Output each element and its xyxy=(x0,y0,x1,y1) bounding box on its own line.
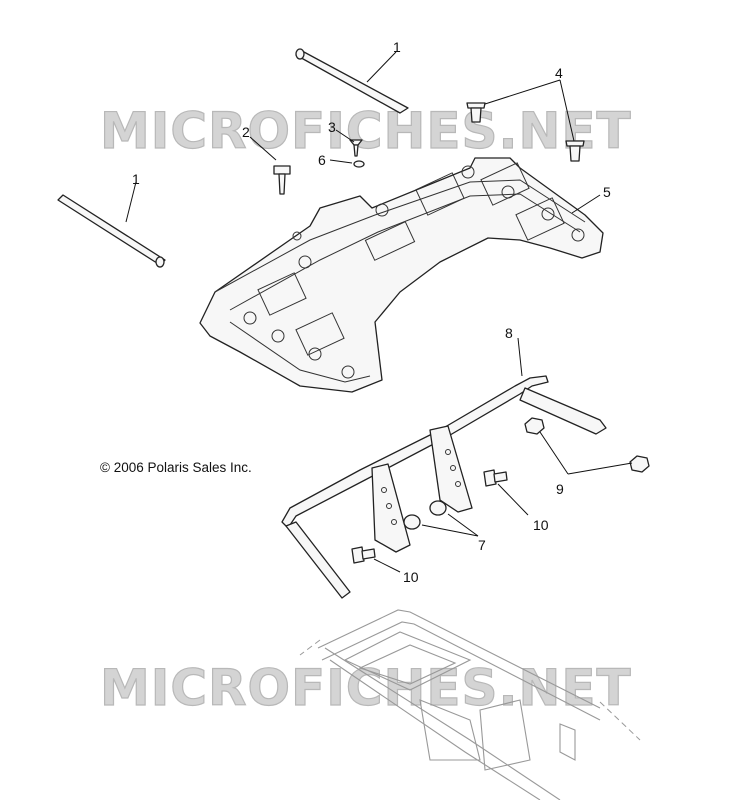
rack-frame-part-8 xyxy=(281,375,607,599)
vehicle-frame-reference xyxy=(299,609,641,800)
spacer-part-7a xyxy=(403,514,421,530)
leader-lines xyxy=(125,51,633,573)
bolt-part-10b xyxy=(351,546,376,564)
rod-upper xyxy=(295,48,409,114)
washer-part-6 xyxy=(353,160,365,168)
watermark-bottom: MICROFICHES.NET xyxy=(100,659,632,717)
bolt-part-2 xyxy=(273,165,291,195)
rod-lower xyxy=(57,194,166,268)
callout-9: 9 xyxy=(556,481,564,497)
callout-1-upper: 1 xyxy=(393,39,401,55)
nut-part-9b xyxy=(629,455,650,473)
callout-6: 6 xyxy=(318,152,326,168)
nut-part-9a xyxy=(524,417,545,435)
callout-8: 8 xyxy=(505,325,513,341)
callout-1-lower: 1 xyxy=(132,171,140,187)
callout-3: 3 xyxy=(328,119,336,135)
copyright-text: © 2006 Polaris Sales Inc. xyxy=(100,460,252,475)
callout-4: 4 xyxy=(555,65,563,81)
callout-5: 5 xyxy=(603,184,611,200)
callout-10-left: 10 xyxy=(403,569,419,585)
bolt-part-10a xyxy=(483,469,508,487)
bolt-part-4b xyxy=(565,140,585,162)
bolt-part-4a xyxy=(466,102,486,123)
callout-10-right: 10 xyxy=(533,517,549,533)
rear-rack-part-5 xyxy=(199,157,604,393)
spacer-part-7b xyxy=(429,500,447,516)
watermark-top: MICROFICHES.NET xyxy=(100,102,632,160)
callout-2: 2 xyxy=(242,124,250,140)
callout-7: 7 xyxy=(478,537,486,553)
